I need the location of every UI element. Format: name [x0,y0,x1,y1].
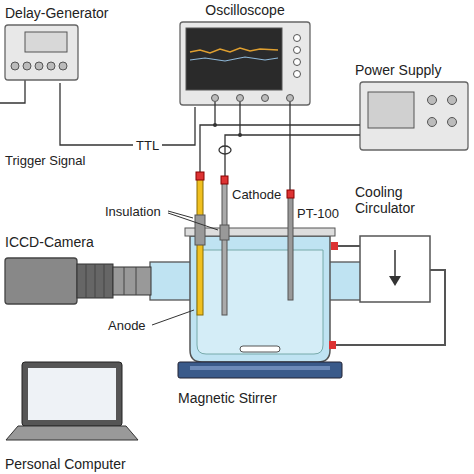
magnetic-stirrer-device [178,362,342,378]
electrodes [195,172,294,315]
trigger-wire [0,80,25,103]
delay-generator-device [5,25,78,80]
device-node: ICCD-Camera [5,234,155,308]
part-label: Insulation [105,204,161,219]
device-label: Magnetic Stirrer [178,390,277,406]
oscilloscope-device [180,22,310,105]
signal-label: Trigger Signal [5,153,85,168]
device-node: Delay-Generator [5,5,115,83]
device-label: Power Supply [355,62,441,78]
signal-connector [60,83,195,145]
device-node: Magnetic Stirrer [178,360,348,406]
device-node: Cooling Circulator [355,184,450,306]
iccd-camera-device [5,258,151,304]
device-node: Oscilloscope [175,2,315,107]
power-supply-device [360,82,468,150]
device-label: ICCD-Camera [5,234,94,250]
device-node: Personal Computer [5,355,155,472]
part-label: Anode [108,318,146,333]
wires [200,102,360,196]
device-label: Oscilloscope [175,2,315,18]
reaction-vessel [150,228,365,362]
part-label: PT-100 [297,206,339,221]
device-label: Delay-Generator [5,5,109,21]
leader-lines [152,211,218,325]
device-node: Power Supply [355,62,470,154]
part-label: Cathode [232,187,281,202]
cooling-circulator-device [329,236,445,349]
laptop-device [6,362,138,440]
device-label: Cooling Circulator [355,184,445,216]
device-label: Personal Computer [5,456,126,472]
edge-label: TTL [133,138,162,153]
